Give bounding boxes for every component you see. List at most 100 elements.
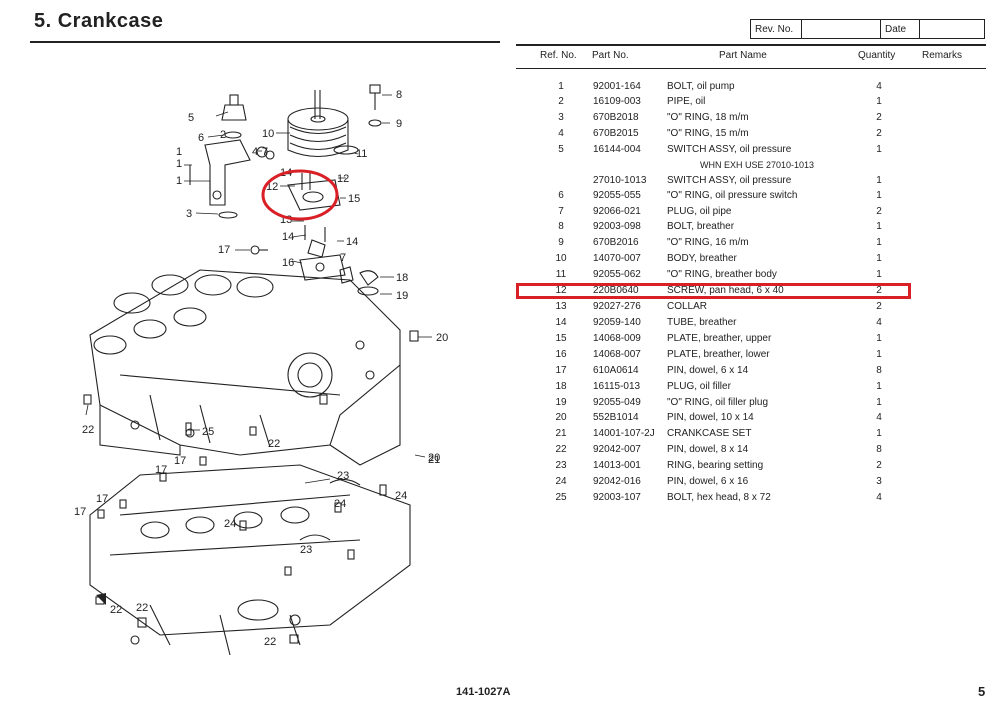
part-name: PIN, dowel, 8 x 14: [667, 444, 749, 455]
breather-body-drawing: [287, 90, 359, 158]
quantity: 2: [876, 301, 882, 312]
col-part-name: Part Name: [719, 50, 767, 61]
quantity: 1: [876, 175, 882, 186]
part-no: 92027-276: [593, 301, 641, 312]
quantity: 4: [876, 81, 882, 92]
quantity: 8: [876, 444, 882, 455]
part-no: 670B2018: [593, 112, 639, 123]
callout-12: 12: [337, 173, 349, 185]
part-name: CRANKCASE SET: [667, 428, 752, 439]
rev-value: [801, 19, 881, 39]
bearing-ring-drawing: [329, 478, 361, 486]
part-no: 14070-007: [593, 253, 641, 264]
quantity: 1: [876, 144, 882, 155]
quantity: 4: [876, 317, 882, 328]
ref-no: 18: [555, 381, 567, 392]
ref-no: 8: [558, 221, 564, 232]
quantity: 2: [876, 112, 882, 123]
switch-drawing: [221, 94, 247, 139]
ref-no: 15: [555, 333, 567, 344]
bolt-8-drawing: [368, 84, 382, 127]
callout-1: 1: [176, 175, 182, 187]
part-name: BOLT, oil pump: [667, 81, 735, 92]
part-no: 92042-007: [593, 444, 641, 455]
part-no: 16109-003: [593, 96, 641, 107]
part-no: 16144-004: [593, 144, 641, 155]
callout-20: 20: [428, 452, 440, 464]
quantity: 2: [876, 285, 882, 296]
part-no: 92003-098: [593, 221, 641, 232]
callout-21: 21: [428, 454, 440, 466]
quantity: 1: [876, 237, 882, 248]
callout-22: 22: [264, 636, 276, 648]
quantity: 1: [876, 269, 882, 280]
part-no: 670B2015: [593, 128, 639, 139]
ref-no: 1: [558, 81, 564, 92]
part-no: 92059-140: [593, 317, 641, 328]
part-no: 14001-107-2J: [593, 428, 655, 439]
quantity: 1: [876, 381, 882, 392]
callout-22: 22: [110, 604, 122, 616]
callout-24: 24: [334, 498, 346, 510]
callout-20: 20: [436, 332, 448, 344]
ref-no: 12: [555, 285, 567, 296]
part-name: PIN, dowel, 6 x 14: [667, 365, 749, 376]
part-no: 14068-009: [593, 333, 641, 344]
callout-7: 7: [262, 146, 268, 158]
callout-5: 5: [188, 112, 194, 124]
callout-4: 4: [252, 146, 258, 158]
callout-7: 7: [340, 252, 346, 264]
part-name: BOLT, hex head, 8 x 72: [667, 492, 771, 503]
callout-3: 3: [186, 208, 192, 220]
page-title: 5. Crankcase: [34, 10, 164, 32]
part-no: 14068-007: [593, 349, 641, 360]
callout-23: 23: [300, 544, 312, 556]
part-no: 92042-016: [593, 476, 641, 487]
ref-no: 7: [558, 206, 564, 217]
part-name: PLATE, breather, upper: [667, 333, 772, 344]
callout-22: 22: [268, 438, 280, 450]
ref-no: 2: [558, 96, 564, 107]
part-no: 16115-013: [593, 381, 641, 392]
revision-box: Rev. No. Date: [750, 19, 985, 39]
col-part-no: Part No.: [592, 50, 629, 61]
col-quantity: Quantity: [858, 50, 896, 61]
part-name: "O" RING, 16 m/m: [667, 237, 749, 248]
part-name: COLLAR: [667, 301, 708, 312]
quantity: 1: [876, 190, 882, 201]
part-no: 92055-055: [593, 190, 641, 201]
callout-17: 17: [174, 455, 186, 467]
part-name: BOLT, breather: [667, 221, 735, 232]
part-name: TUBE, breather: [667, 317, 737, 328]
table-row: 13 92027-276 COLLAR 2: [516, 300, 986, 315]
callout-1: 1: [176, 158, 182, 170]
part-no: 92055-062: [593, 269, 641, 280]
part-no: 220B0640: [593, 285, 639, 296]
callout-11: 11: [356, 148, 367, 160]
ref-no: 24: [555, 476, 567, 487]
part-name: "O" RING, 18 m/m: [667, 112, 749, 123]
ref-no: 6: [558, 190, 564, 201]
callout-18: 18: [396, 272, 408, 284]
ref-no: 13: [555, 301, 567, 312]
callout-2: 2: [220, 129, 226, 141]
quantity: 1: [876, 428, 882, 439]
part-name: PIN, dowel, 10 x 14: [667, 412, 754, 423]
callout-16: 16: [282, 257, 294, 269]
ref-no: 4: [558, 128, 564, 139]
quantity: 4: [876, 412, 882, 423]
table-header-rule: [516, 68, 986, 69]
highlight-circle: [261, 169, 339, 221]
ref-no: 19: [555, 397, 567, 408]
